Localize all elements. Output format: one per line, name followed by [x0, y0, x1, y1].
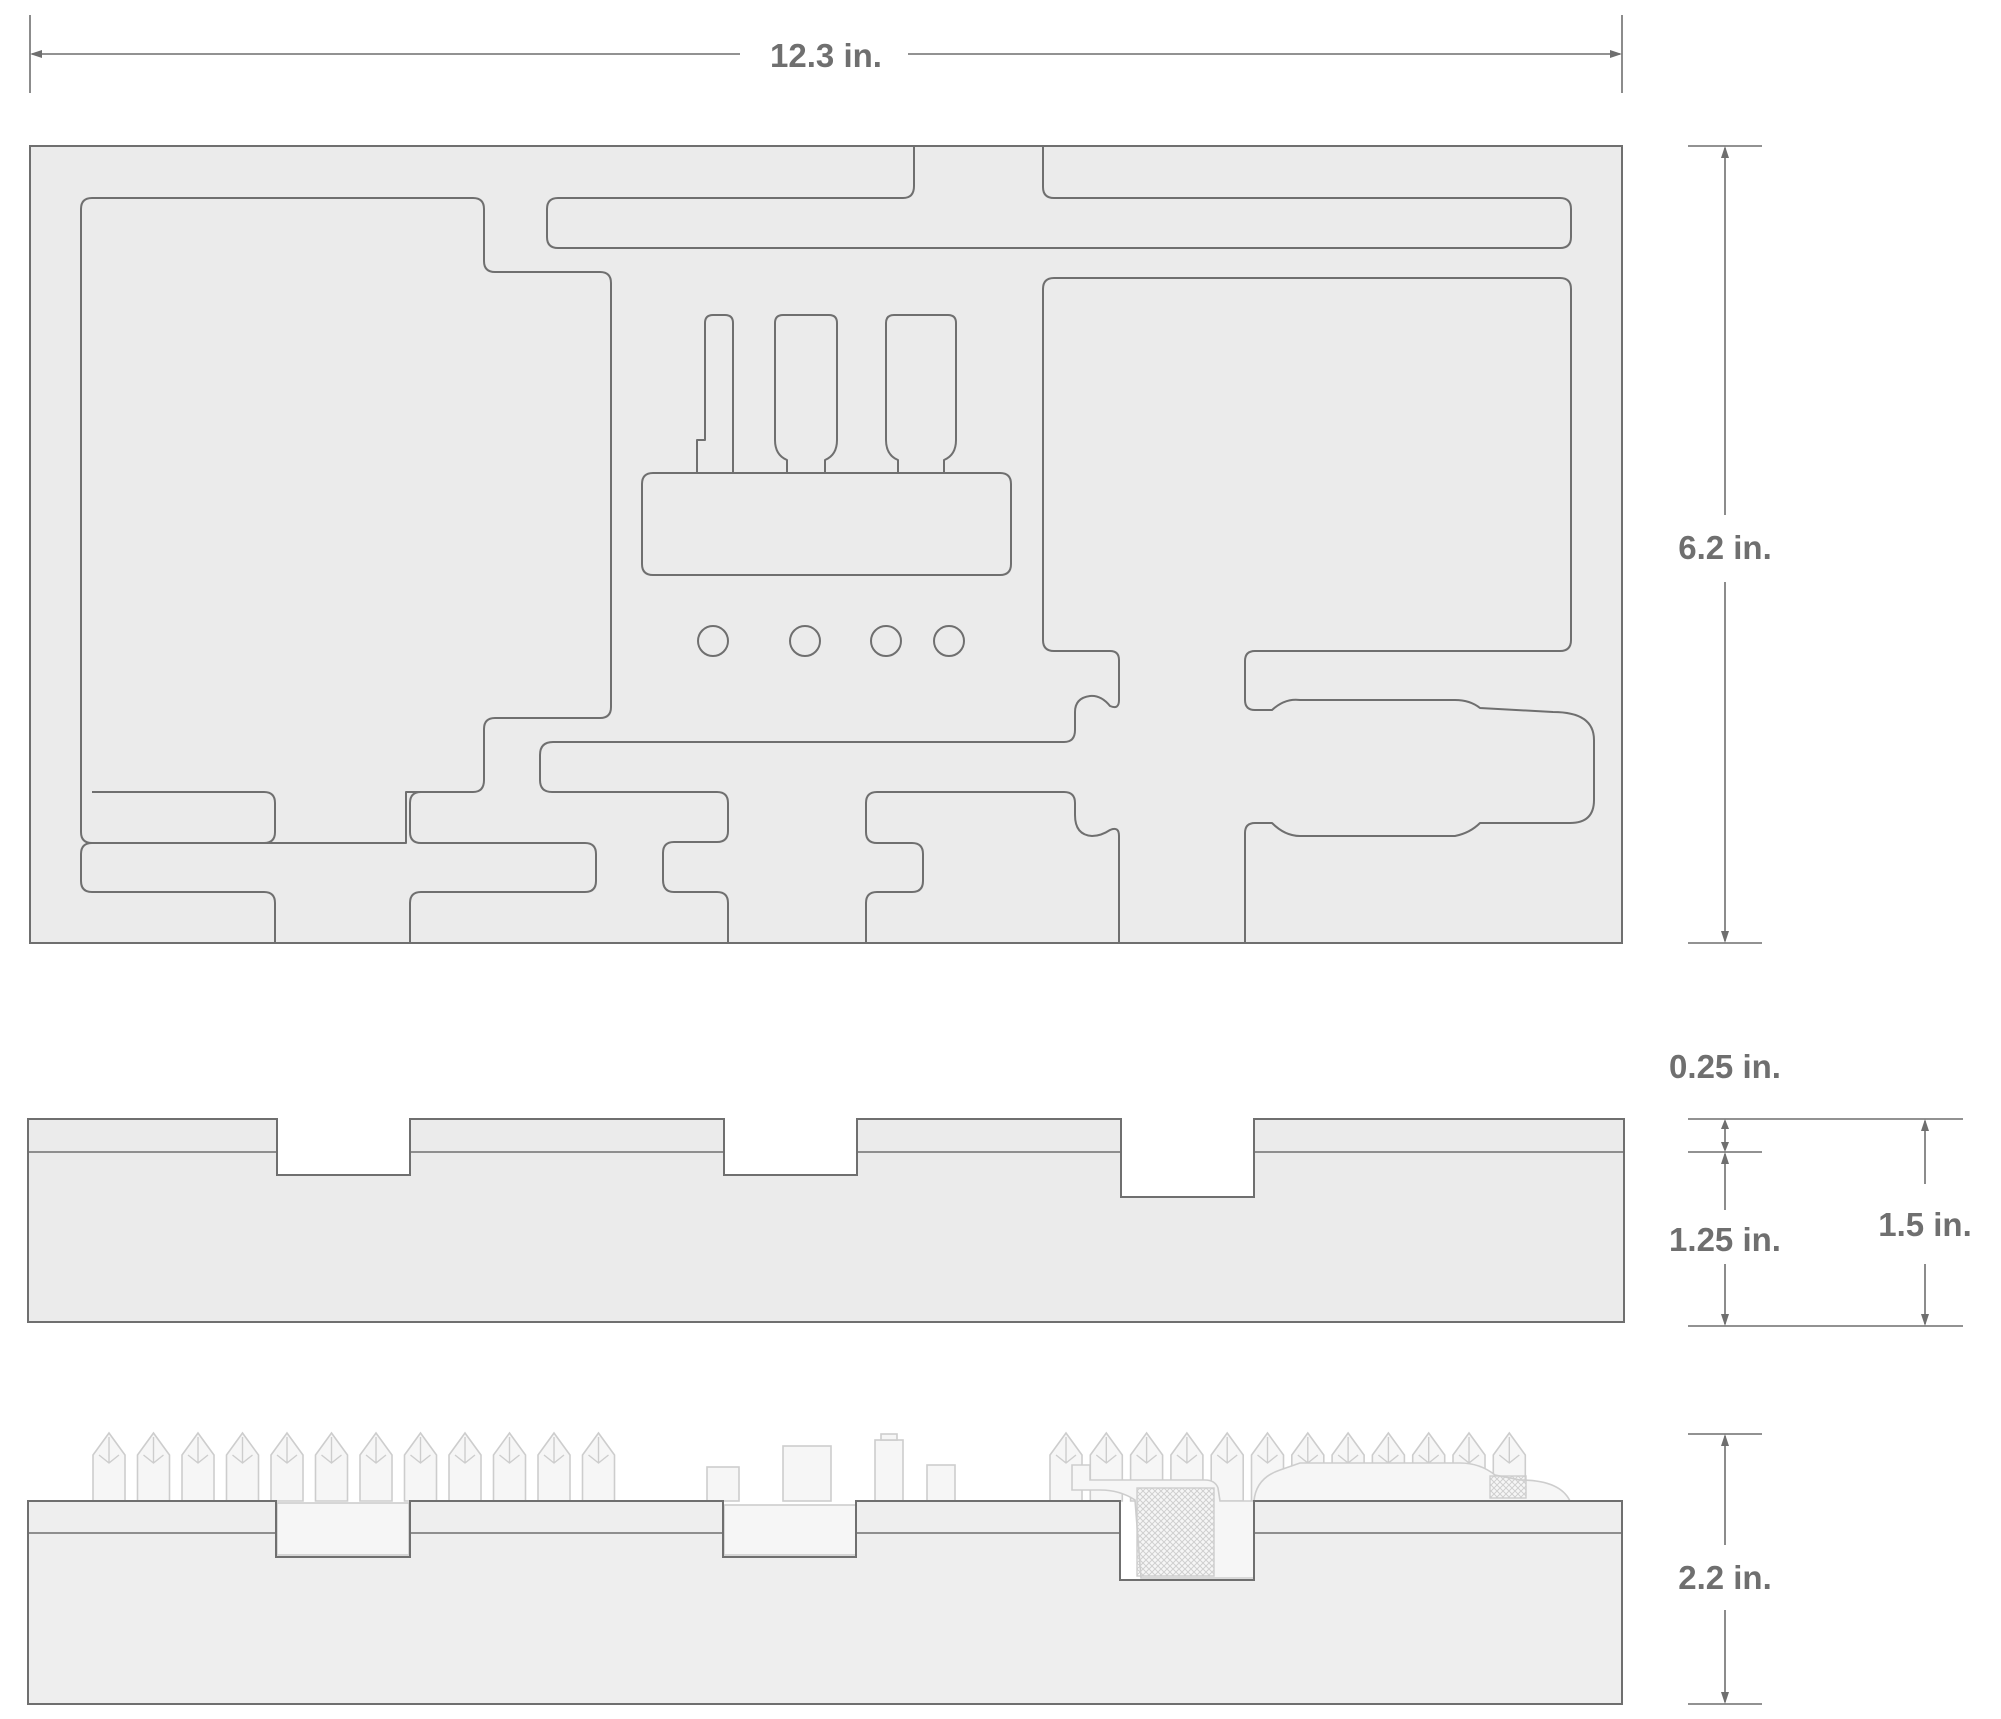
tools-height-label: 2.2 in. — [1678, 1559, 1772, 1596]
section-foam-outline — [27, 1118, 1625, 1323]
top-layer-arrow-top — [1721, 1119, 1729, 1129]
length-arrow-bottom — [1721, 931, 1729, 943]
base-layer-label: 1.25 in. — [1669, 1221, 1781, 1258]
round-hole-4 — [933, 625, 965, 657]
shaft-knurl — [1489, 1475, 1527, 1499]
right-bit-tip-2 — [1095, 1437, 1117, 1464]
bottom-left-tab-1 — [80, 842, 276, 943]
left-bit-tip-1 — [98, 1437, 120, 1464]
left-bit-tip-7 — [365, 1437, 387, 1464]
round-hole-1 — [697, 625, 729, 657]
left-bit-5 — [270, 1431, 304, 1502]
top-layer-label: 0.25 in. — [1669, 1048, 1781, 1085]
width-label: 12.3 in. — [770, 37, 882, 74]
bit-holder-part — [874, 1439, 904, 1502]
base-layer-arrow-bottom — [1721, 1314, 1729, 1326]
tools-height-arrow-top — [1721, 1434, 1729, 1446]
bit-holder-tip — [880, 1433, 898, 1441]
left-bit-7 — [359, 1431, 393, 1502]
bottom-left-tab-2 — [409, 791, 597, 943]
height-with-tools-dimension: 2.2 in. — [1678, 1433, 1772, 1705]
left-bit-tip-12 — [588, 1437, 609, 1464]
bottom-middle-cavity — [865, 791, 1120, 943]
bits-left-row — [92, 1431, 616, 1502]
right-bit-tip-3 — [1136, 1437, 1158, 1464]
left-bit-tip-9 — [454, 1437, 476, 1464]
side-view-with-tools — [27, 1431, 1623, 1705]
total-foam-label: 1.5 in. — [1878, 1206, 1972, 1243]
round-hole-2 — [789, 625, 821, 657]
left-bit-tip-11 — [543, 1437, 565, 1464]
length-label: 6.2 in. — [1678, 529, 1772, 566]
tools-view-foam-outline — [27, 1500, 1623, 1705]
tools-height-arrow-bottom — [1721, 1692, 1729, 1704]
knurled-grip — [1136, 1487, 1215, 1577]
total-foam-arrow-bottom — [1921, 1314, 1929, 1326]
left-large-cavity — [80, 197, 612, 844]
right-bit-tip-5 — [1216, 1437, 1238, 1464]
small-adapter — [926, 1464, 956, 1502]
left-bit-tip-5 — [276, 1437, 298, 1464]
right-bit-tip-12 — [1498, 1437, 1520, 1464]
bottom-left-tab-1-top — [92, 791, 276, 844]
small-socket-1 — [706, 1466, 740, 1502]
tray-top-outline — [29, 145, 1623, 944]
left-bit-tip-2 — [143, 1437, 164, 1464]
width-arrow-right — [1610, 50, 1622, 58]
left-bit-tip-8 — [410, 1437, 431, 1464]
bit-strip-in-slot-2 — [723, 1504, 857, 1556]
width-dimension: 12.3 in. — [29, 15, 1623, 93]
total-foam-arrow-top — [1921, 1119, 1929, 1131]
layer-dimensions: 0.25 in. 1.25 in. 1.5 in. — [1669, 1048, 1972, 1327]
side-section-view — [27, 1118, 1625, 1323]
right-bit-tip-6 — [1257, 1437, 1278, 1464]
left-bit-6 — [314, 1431, 349, 1502]
left-bit-tip-6 — [321, 1437, 342, 1464]
left-bit-tip-4 — [232, 1437, 253, 1464]
right-bit-tip-1 — [1055, 1437, 1077, 1464]
left-bit-tip-10 — [499, 1437, 520, 1464]
top-layer-arrow-bottom — [1721, 1142, 1729, 1152]
round-hole-3 — [870, 625, 902, 657]
width-arrow-left — [30, 50, 42, 58]
bit-strip-in-slot-1 — [276, 1502, 410, 1556]
bit-holder-cavity — [641, 472, 1012, 576]
top-view — [29, 145, 1623, 944]
base-layer-arrow-top — [1721, 1152, 1729, 1164]
small-socket-2 — [782, 1445, 832, 1502]
length-dimension: 6.2 in. — [1678, 145, 1772, 944]
left-bit-tip-3 — [187, 1437, 209, 1464]
top-edge-slot-left — [546, 146, 1572, 249]
length-arrow-top — [1721, 146, 1729, 158]
right-bit-tip-4 — [1176, 1437, 1198, 1464]
right-upper-cavity-left-side — [539, 277, 1120, 943]
right-upper-cavity — [1054, 277, 1595, 943]
bit-holder-prongs — [696, 314, 957, 474]
